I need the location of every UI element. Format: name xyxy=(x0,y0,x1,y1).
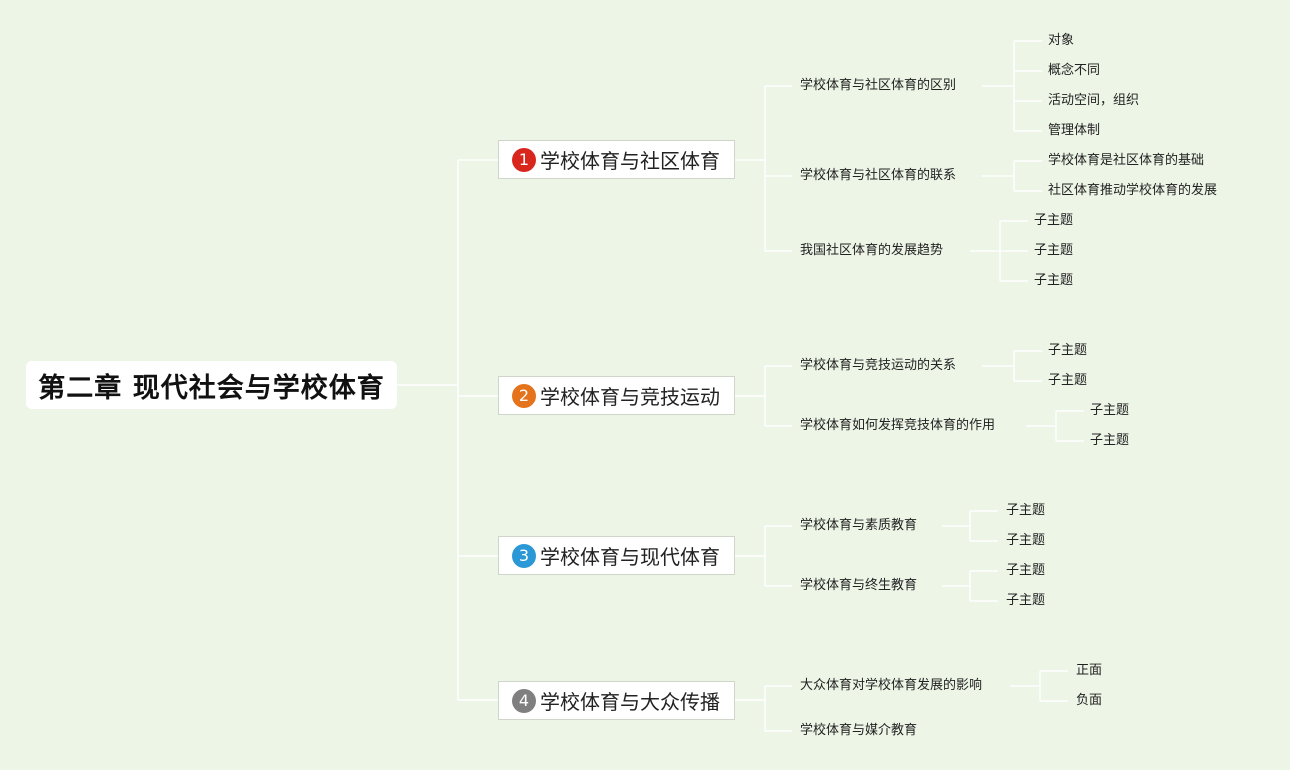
number-badge-1: 1 xyxy=(512,147,536,172)
branch-topic-1[interactable]: 1 学校体育与社区体育 xyxy=(498,140,735,179)
subtopic[interactable]: 大众体育对学校体育发展的影响 xyxy=(800,678,983,693)
subtopic[interactable]: 学校体育与媒介教育 xyxy=(800,723,918,738)
leaf-topic[interactable]: 正面 xyxy=(1076,663,1103,678)
branch-topic-2[interactable]: 2 学校体育与竞技运动 xyxy=(498,376,735,415)
leaf-topic[interactable]: 子主题 xyxy=(1006,563,1046,578)
leaf-topic[interactable]: 社区体育推动学校体育的发展 xyxy=(1048,183,1218,198)
leaf-topic[interactable]: 子主题 xyxy=(1048,373,1088,388)
subtopic[interactable]: 学校体育与终生教育 xyxy=(800,578,918,593)
root-topic[interactable]: 第二章 现代社会与学校体育 xyxy=(26,361,397,409)
leaf-topic[interactable]: 子主题 xyxy=(1006,533,1046,548)
number-badge-2: 2 xyxy=(512,383,536,408)
leaf-topic[interactable]: 负面 xyxy=(1076,693,1103,708)
leaf-topic[interactable]: 子主题 xyxy=(1090,433,1130,448)
number-badge-4: 4 xyxy=(512,688,536,713)
subtopic[interactable]: 学校体育与竞技运动的关系 xyxy=(800,358,957,373)
branch-topic-4[interactable]: 4 学校体育与大众传播 xyxy=(498,681,735,720)
leaf-topic[interactable]: 子主题 xyxy=(1090,403,1130,418)
branch-topic-3[interactable]: 3 学校体育与现代体育 xyxy=(498,536,735,575)
leaf-topic[interactable]: 子主题 xyxy=(1034,213,1074,228)
branch-label: 学校体育与社区体育 xyxy=(540,149,720,173)
branch-label: 学校体育与大众传播 xyxy=(540,690,720,714)
leaf-topic[interactable]: 概念不同 xyxy=(1048,63,1101,78)
branch-label: 学校体育与竞技运动 xyxy=(540,385,720,409)
leaf-topic[interactable]: 子主题 xyxy=(1048,343,1088,358)
subtopic[interactable]: 我国社区体育的发展趋势 xyxy=(800,243,944,258)
subtopic[interactable]: 学校体育与素质教育 xyxy=(800,518,918,533)
subtopic[interactable]: 学校体育与社区体育的联系 xyxy=(800,168,957,183)
leaf-topic[interactable]: 子主题 xyxy=(1034,243,1074,258)
branch-label: 学校体育与现代体育 xyxy=(540,545,720,569)
leaf-topic[interactable]: 对象 xyxy=(1048,33,1075,48)
leaf-topic[interactable]: 学校体育是社区体育的基础 xyxy=(1048,153,1205,168)
subtopic[interactable]: 学校体育如何发挥竞技体育的作用 xyxy=(800,418,996,433)
leaf-topic[interactable]: 活动空间，组织 xyxy=(1048,93,1140,108)
subtopic[interactable]: 学校体育与社区体育的区别 xyxy=(800,78,957,93)
leaf-topic[interactable]: 管理体制 xyxy=(1048,123,1101,138)
leaf-topic[interactable]: 子主题 xyxy=(1034,273,1074,288)
leaf-topic[interactable]: 子主题 xyxy=(1006,593,1046,608)
leaf-topic[interactable]: 子主题 xyxy=(1006,503,1046,518)
number-badge-3: 3 xyxy=(512,543,536,568)
